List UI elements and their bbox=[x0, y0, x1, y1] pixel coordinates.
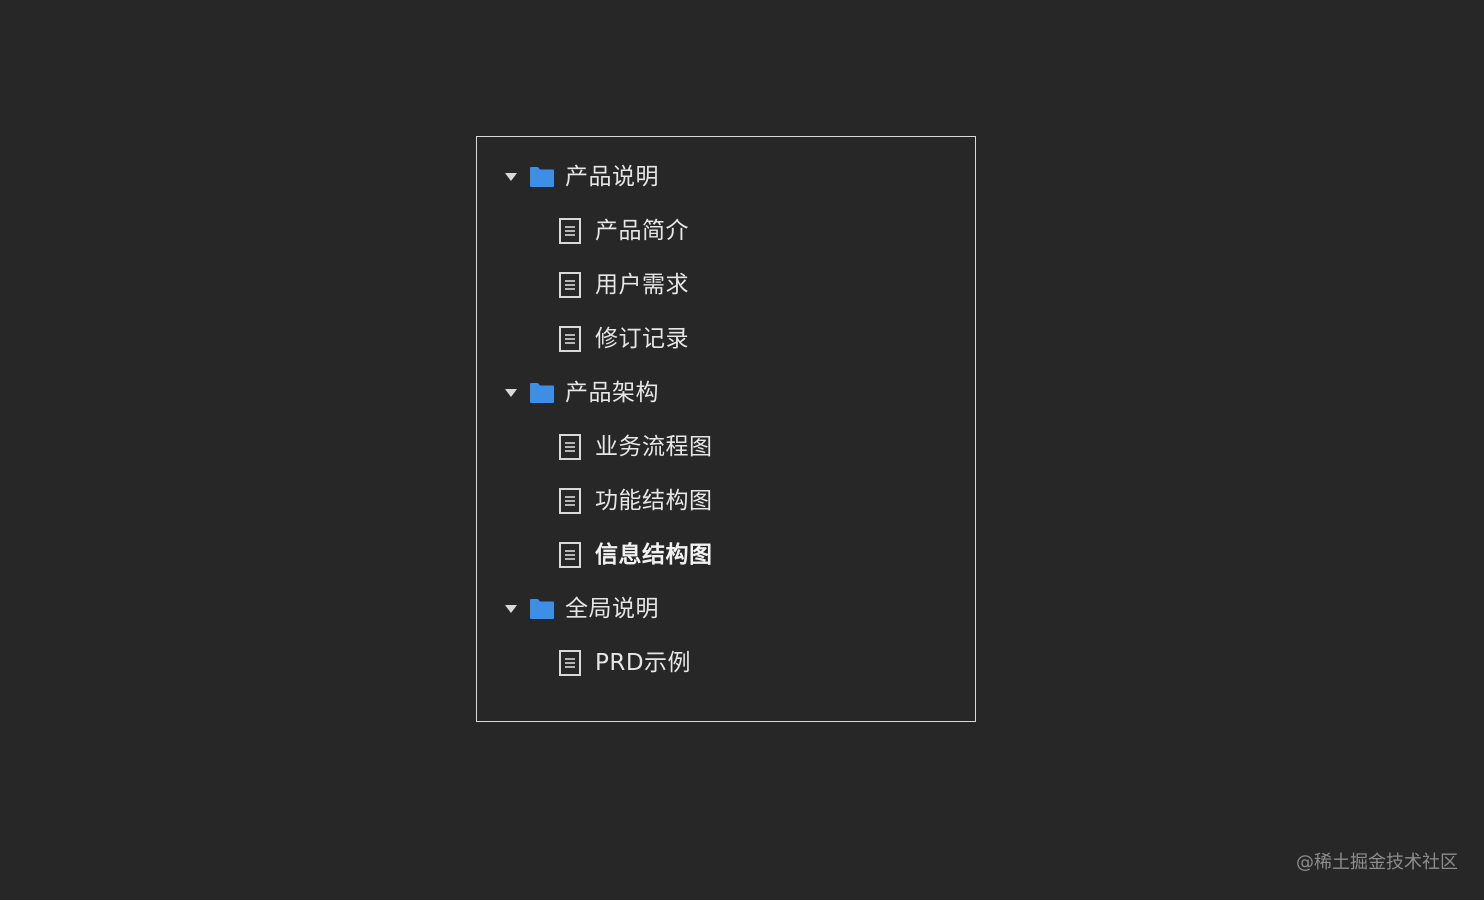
caret-down-icon[interactable] bbox=[503, 601, 519, 617]
tree-file-label: 信息结构图 bbox=[595, 541, 713, 568]
tree-folder-label: 产品说明 bbox=[565, 163, 659, 190]
tree-file-label: 修订记录 bbox=[595, 325, 689, 352]
tree-file-label: 业务流程图 bbox=[595, 433, 713, 460]
caret-down-icon[interactable] bbox=[503, 169, 519, 185]
tree-file-label: 产品简介 bbox=[595, 217, 689, 244]
document-icon bbox=[559, 272, 581, 298]
document-icon bbox=[559, 218, 581, 244]
document-icon bbox=[559, 488, 581, 514]
tree-folder-row[interactable]: 产品说明 bbox=[477, 150, 975, 204]
tree-file-label: 用户需求 bbox=[595, 271, 689, 298]
caret-down-icon[interactable] bbox=[503, 385, 519, 401]
tree-folder-label: 全局说明 bbox=[565, 595, 659, 622]
tree-file-label: PRD示例 bbox=[595, 649, 692, 676]
tree-file-row[interactable]: 业务流程图 bbox=[477, 420, 975, 474]
tree-file-row-selected[interactable]: 信息结构图 bbox=[477, 528, 975, 582]
tree-folder-row[interactable]: 全局说明 bbox=[477, 582, 975, 636]
tree-file-label: 功能结构图 bbox=[595, 487, 713, 514]
tree-file-row[interactable]: 修订记录 bbox=[477, 312, 975, 366]
document-icon bbox=[559, 326, 581, 352]
document-icon bbox=[559, 434, 581, 460]
page-tree-panel: 产品说明 产品简介 用户需求 修订记录 bbox=[476, 136, 976, 722]
document-icon bbox=[559, 650, 581, 676]
tree-file-row[interactable]: 产品简介 bbox=[477, 204, 975, 258]
folder-icon bbox=[529, 382, 555, 404]
folder-icon bbox=[529, 598, 555, 620]
tree-file-row[interactable]: 用户需求 bbox=[477, 258, 975, 312]
folder-icon bbox=[529, 166, 555, 188]
tree-folder-row[interactable]: 产品架构 bbox=[477, 366, 975, 420]
document-icon bbox=[559, 542, 581, 568]
tree-file-row[interactable]: PRD示例 bbox=[477, 636, 975, 690]
tree-file-row[interactable]: 功能结构图 bbox=[477, 474, 975, 528]
tree-folder-label: 产品架构 bbox=[565, 379, 659, 406]
page-tree: 产品说明 产品简介 用户需求 修订记录 bbox=[477, 150, 975, 690]
watermark-text: @稀土掘金技术社区 bbox=[1296, 852, 1458, 873]
